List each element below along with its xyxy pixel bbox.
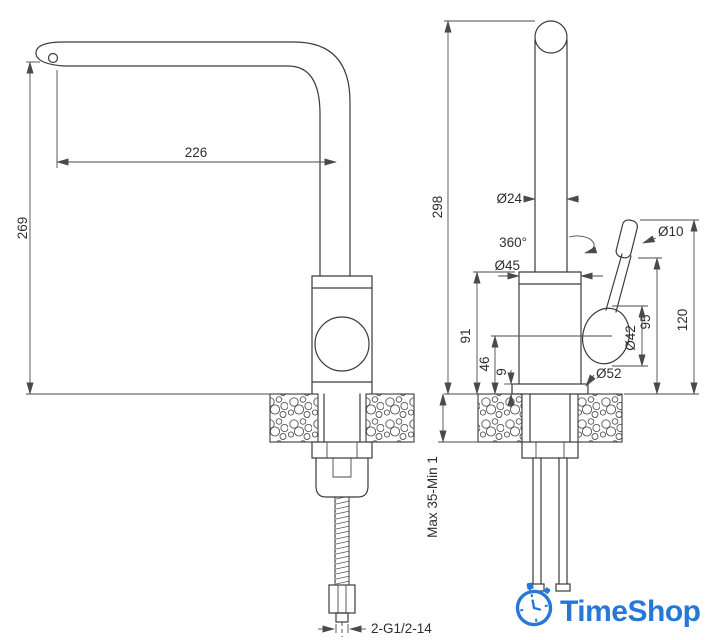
stopwatch-icon <box>515 582 553 627</box>
base-flange <box>511 383 589 395</box>
spout-height-label: 269 <box>15 217 30 240</box>
thread-label: 2-G1/2-14 <box>371 621 432 636</box>
hex-fitting <box>328 584 356 614</box>
dim-pipe-diameter: Ø24 <box>496 191 579 206</box>
flange-height-label: 9 <box>494 368 509 376</box>
spout <box>35 41 351 277</box>
logo-text: TimeShop <box>560 595 701 628</box>
front-pipe <box>534 20 568 273</box>
aerator-icon <box>47 52 59 64</box>
rotation-label: 360° <box>499 235 527 250</box>
dim-knob-diameter: Ø10 <box>642 224 684 244</box>
dim-thread-callout: 2-G1/2-14 <box>318 621 432 636</box>
dim-rotation: 360° <box>499 235 598 254</box>
dim-mount-range: Max 35-Min 1 <box>425 393 478 538</box>
body-diameter-label: Ø45 <box>494 258 520 273</box>
front-body <box>511 271 589 395</box>
dim-body-heights: 91 46 9 <box>458 271 612 408</box>
dim-body-diameter: Ø45 <box>494 258 603 280</box>
spout-reach-label: 226 <box>185 145 208 160</box>
front-mount-deck <box>477 393 623 443</box>
dim-joint-diameter: Ø42 <box>612 305 648 367</box>
joint-height-label: 46 <box>477 356 492 371</box>
dim-flange-diameter: Ø52 <box>585 366 622 387</box>
knob-diameter-label: Ø10 <box>658 224 684 239</box>
dim-total-height: 298 <box>430 20 535 395</box>
handle-total-label: 120 <box>675 309 690 332</box>
flange-diameter-label: Ø52 <box>596 366 622 381</box>
side-mount-deck <box>269 393 415 443</box>
pipe-diameter-label: Ø24 <box>496 191 522 206</box>
side-view: 226 269 2-G1/2-14 <box>15 41 432 637</box>
side-under-mount <box>311 441 373 637</box>
timeshop-logo: TimeShop <box>515 582 701 628</box>
dim-spout-reach: 226 <box>56 70 337 168</box>
ball-joint <box>314 316 370 372</box>
total-height-label: 298 <box>430 196 445 219</box>
handle-knob <box>615 219 638 259</box>
front-view: 298 Ø24 360° Ø45 Ø10 95 12 <box>425 20 699 592</box>
side-body <box>311 275 373 395</box>
dim-handle-heights: 95 120 <box>624 219 699 395</box>
joint-diameter-label: Ø42 <box>623 325 638 351</box>
front-under-mount <box>521 441 579 592</box>
dim-spout-height: 269 <box>15 61 270 395</box>
handle-joint <box>582 307 630 365</box>
mount-range-label: Max 35-Min 1 <box>425 456 440 538</box>
handle <box>582 219 638 365</box>
body-height-label: 91 <box>458 328 473 343</box>
handle-upper-label: 95 <box>638 314 653 329</box>
